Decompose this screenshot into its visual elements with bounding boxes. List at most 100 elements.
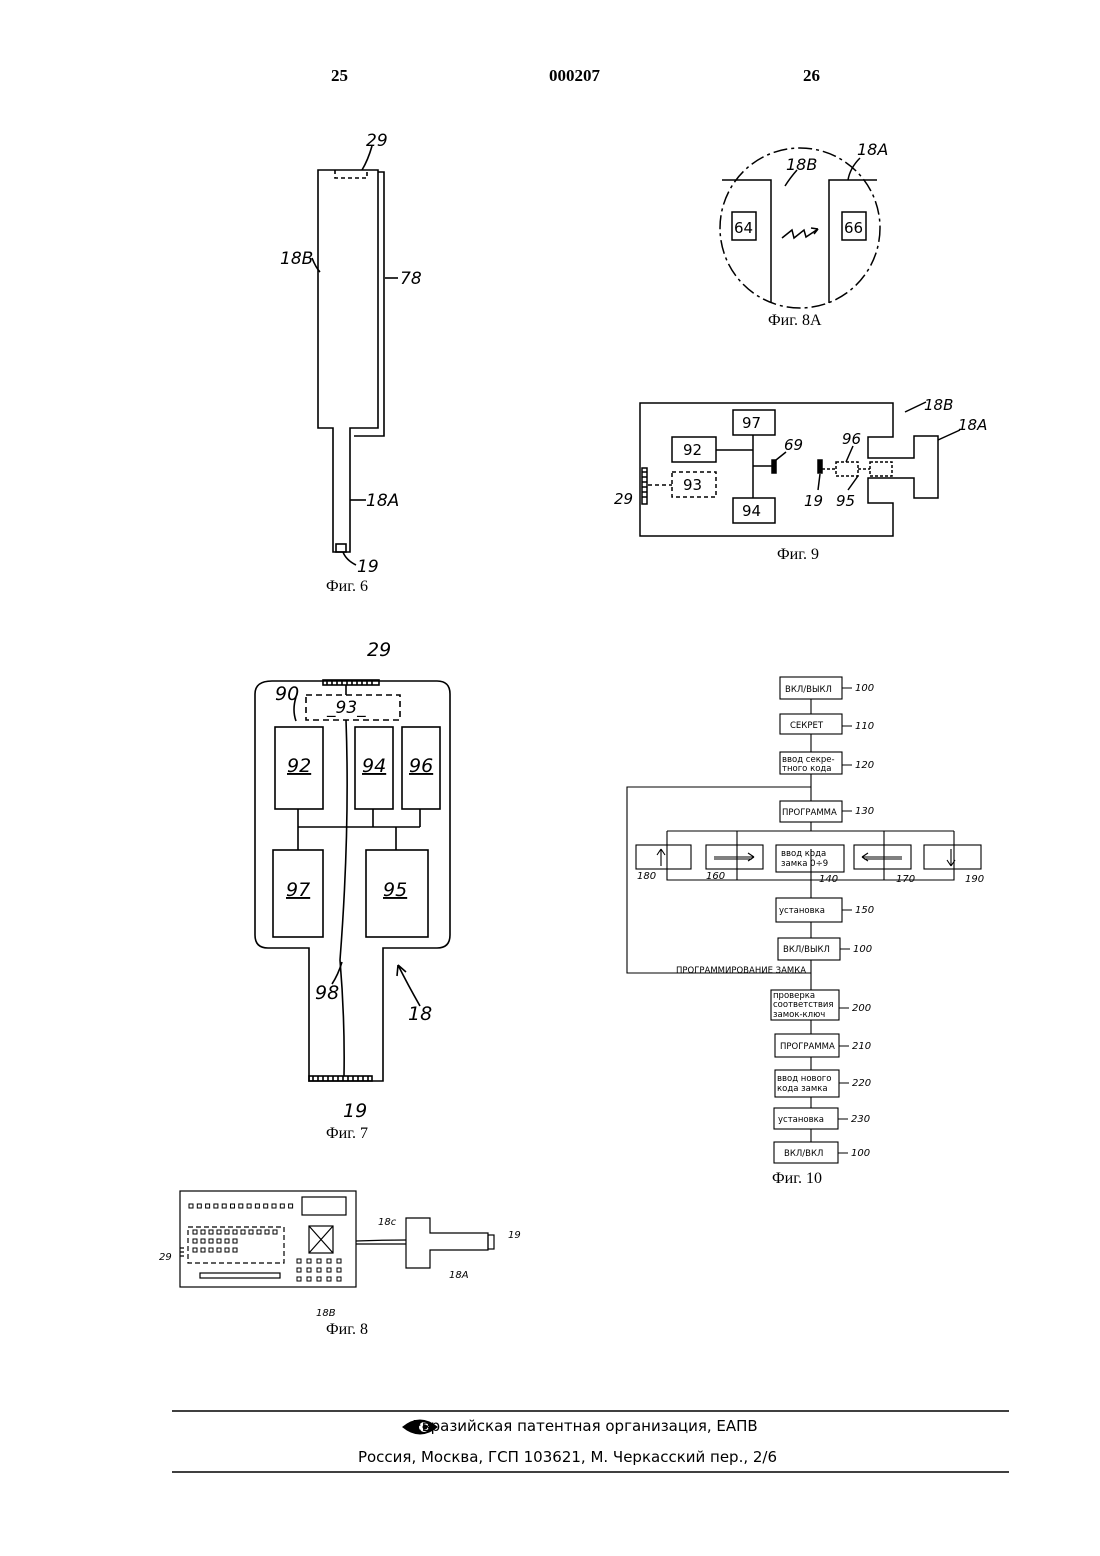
fig9-label-69: 69: [784, 436, 803, 454]
keypad-button: [193, 1239, 197, 1243]
keypad-button: [317, 1277, 321, 1281]
fig8-label-29: 29: [159, 1252, 172, 1263]
keypad-button: [209, 1230, 213, 1234]
keypad-button: [273, 1230, 277, 1234]
keypad-button: [233, 1230, 237, 1234]
figure-9-caption: Фиг. 9: [777, 546, 819, 564]
fig8-label-18b: 18B: [316, 1308, 336, 1319]
figure-9: [640, 402, 960, 536]
fig10-num-100b: 100: [853, 944, 872, 955]
fig10-box-220-line1: ввод нового: [777, 1074, 831, 1084]
key-tip-19: [488, 1235, 494, 1249]
fig8a-label-66: 66: [844, 219, 863, 237]
fig9-label-97: 97: [742, 414, 761, 432]
keypad-button: [337, 1268, 341, 1272]
keypad-button: [280, 1204, 284, 1208]
fig6-label-19: 19: [357, 557, 379, 577]
fig6-label-18b: 18B: [280, 249, 313, 269]
keypad-button: [337, 1277, 341, 1281]
footer-organization: Евразийская патентная организация, ЕАПВ: [0, 1417, 1100, 1435]
fig10-num-200: 200: [852, 1003, 871, 1014]
card-slot: [200, 1273, 280, 1278]
fig10-num-230: 230: [851, 1114, 870, 1125]
fig10-box-200-line2: соответствия: [773, 1000, 834, 1010]
contact-69: [772, 460, 776, 473]
fig10-box-140-line1: ввод кода: [781, 849, 826, 859]
fig10-box-210: ПРОГРАММА: [780, 1042, 835, 1052]
block-96-dashed: [836, 462, 858, 476]
keypad-button: [264, 1204, 268, 1208]
keypad-button: [307, 1277, 311, 1281]
keypad-button: [247, 1204, 251, 1208]
leader-95: [848, 476, 858, 490]
fig10-num-140: 140: [819, 874, 838, 885]
connector-29-dashed: [335, 170, 367, 178]
fig9-label-19: 19: [804, 492, 823, 510]
fig10-box-220-line2: кода замка: [777, 1084, 828, 1094]
keypad-button: [289, 1204, 293, 1208]
fig10-num-220: 220: [852, 1078, 871, 1089]
fig10-num-100c: 100: [851, 1148, 870, 1159]
fig10-box-230: установка: [778, 1115, 824, 1125]
device-display: [302, 1197, 346, 1215]
keypad-button: [225, 1230, 229, 1234]
keypad-button: [297, 1277, 301, 1281]
keypad-button: [272, 1204, 276, 1208]
keypad-button: [193, 1248, 197, 1252]
fig7-label-92: 92: [287, 755, 311, 777]
fig9-label-18b: 18B: [924, 396, 953, 414]
box-180: [636, 845, 691, 869]
fig9-label-94: 94: [742, 502, 761, 520]
fig7-label-95: 95: [383, 879, 407, 901]
box-190: [924, 845, 981, 869]
block-95-dashed: [870, 462, 892, 476]
number-leaders: [838, 688, 852, 1153]
fig8-label-18c: 18c: [378, 1217, 397, 1228]
figure-10-caption: Фиг. 10: [772, 1170, 822, 1188]
keypad-button: [255, 1204, 259, 1208]
fig10-loop-label: ПРОГРАММИРОВАНИЕ ЗАМКА: [676, 966, 806, 976]
key-side-strip-78: [354, 172, 384, 436]
fig7-label-29: 29: [367, 639, 391, 661]
fig6-label-18a: 18A: [366, 491, 399, 511]
key-18a-outline: [406, 1218, 488, 1268]
keypad-button: [233, 1239, 237, 1243]
figure-6-caption: Фиг. 6: [326, 578, 368, 596]
fig7-label-18: 18: [408, 1003, 432, 1025]
keypad-button: [297, 1268, 301, 1272]
keypad-dashed-region: [188, 1227, 284, 1263]
keypad-button: [193, 1230, 197, 1234]
fig9-label-95: 95: [836, 492, 855, 510]
keypad-button: [209, 1239, 213, 1243]
fig7-label-90: 90: [275, 683, 299, 705]
keypad-button: [189, 1204, 193, 1208]
fig7-label-98: 98: [315, 982, 339, 1004]
contact-19: [818, 460, 822, 473]
fig10-num-160: 160: [706, 871, 725, 882]
keypad-button: [233, 1248, 237, 1252]
fig10-box-100a: ВКЛ/ВЫКЛ: [785, 685, 832, 695]
fig8a-label-18b: 18B: [786, 155, 817, 174]
fig10-num-190: 190: [965, 874, 984, 885]
fig6-label-78: 78: [400, 269, 422, 289]
keypad-button: [225, 1248, 229, 1252]
keypad-button: [201, 1248, 205, 1252]
fig10-box-100b: ВКЛ/ВЫКЛ: [783, 945, 830, 955]
fig10-num-100a: 100: [855, 683, 874, 694]
fig10-box-110: СЕКРЕТ: [790, 721, 824, 731]
fig6-label-29: 29: [366, 131, 388, 151]
cross-lines: [309, 1226, 333, 1253]
fig10-box-150: установка: [779, 906, 825, 916]
fig10-num-210: 210: [852, 1041, 871, 1052]
fig10-num-110: 110: [855, 721, 874, 732]
bus-lines: [716, 435, 773, 498]
leader-18b: [905, 402, 926, 412]
keypad-button: [307, 1268, 311, 1272]
keypad-button: [225, 1239, 229, 1243]
fig10-num-180: 180: [637, 871, 656, 882]
keypad-button: [217, 1230, 221, 1234]
cable-18c: [356, 1240, 406, 1244]
fig9-label-93: 93: [683, 476, 702, 494]
arrow-right-icon: [714, 853, 754, 861]
fig10-num-170: 170: [896, 874, 915, 885]
